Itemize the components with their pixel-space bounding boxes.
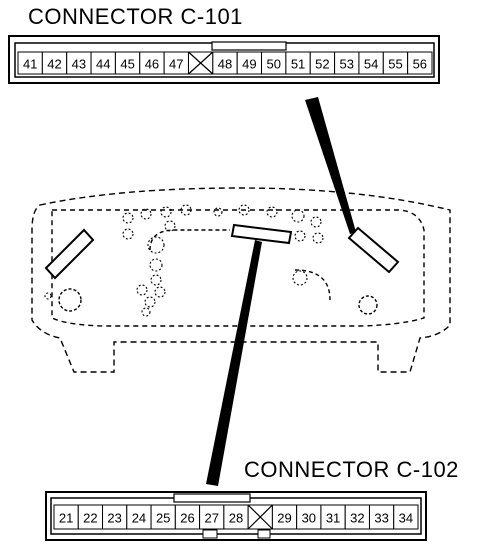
- leader-arrow-c101: [305, 97, 356, 234]
- connector-c101: 41 42 43 44 45 46 47 48 49 50 51 52 53 54 55 56: [8, 35, 440, 84]
- c101-pin-48: 48: [218, 57, 232, 72]
- cluster-socket-right: [347, 226, 400, 274]
- leader-arrow-c102: [206, 240, 262, 486]
- c101-pin-54: 54: [364, 57, 378, 72]
- c101-blank-cavity: [188, 51, 214, 75]
- c102-cell: [102, 504, 128, 530]
- c102-pin-25: 25: [156, 511, 170, 526]
- c102-cell: [393, 504, 419, 530]
- c101-pin-46: 46: [145, 57, 159, 72]
- c102-cell: [53, 504, 79, 530]
- cluster-socket-left: [44, 228, 95, 280]
- c102-cell: [223, 504, 249, 530]
- c102-pin-27: 27: [204, 511, 218, 526]
- c102-pin-24: 24: [132, 511, 146, 526]
- c101-pin-41: 41: [23, 57, 37, 72]
- c101-pin-42: 42: [47, 57, 61, 72]
- c101-pin-49: 49: [242, 57, 256, 72]
- c102-pin-33: 33: [374, 511, 388, 526]
- c102-pin-31: 31: [326, 511, 340, 526]
- c101-pin-55: 55: [388, 57, 402, 72]
- c102-cell: [368, 504, 395, 530]
- c102-pin-29: 29: [277, 511, 291, 526]
- c101-pin-47: 47: [169, 57, 183, 72]
- c101-pin-53: 53: [340, 57, 354, 72]
- c102-cell: [199, 504, 225, 530]
- connector-c101-title: CONNECTOR C-101: [28, 4, 243, 29]
- c102-pin-22: 22: [83, 511, 97, 526]
- connector-c102: 21 22 23 24 25 26 27 28 29 30 31 32 33 34: [45, 491, 427, 541]
- c101-pin-52: 52: [315, 57, 329, 72]
- c102-pin-21: 21: [59, 511, 73, 526]
- c101-pin-51: 51: [291, 57, 305, 72]
- cluster-socket-center: [230, 223, 293, 245]
- c101-pin-50: 50: [266, 57, 280, 72]
- c102-pin-26: 26: [180, 511, 194, 526]
- c101-pin-44: 44: [96, 57, 110, 72]
- c102-pin-34: 34: [399, 511, 413, 526]
- c102-pin-28: 28: [229, 511, 243, 526]
- c101-pin-43: 43: [72, 57, 86, 72]
- c102-cell: [296, 504, 322, 530]
- c102-blank-cavity: [247, 504, 273, 530]
- c101-pin-45: 45: [120, 57, 134, 72]
- c102-pin-30: 30: [302, 511, 316, 526]
- c101-cell: [407, 51, 433, 75]
- c102-pin-23: 23: [107, 511, 121, 526]
- c102-pin-32: 32: [350, 511, 364, 526]
- c102-cell: [150, 504, 176, 530]
- connector-c102-title: CONNECTOR C-102: [244, 457, 459, 482]
- c102-cell: [126, 504, 152, 530]
- c102-cell: [271, 504, 298, 530]
- instrument-cluster: [31, 187, 451, 373]
- c101-pin-56: 56: [413, 57, 427, 72]
- c102-cell: [174, 504, 201, 530]
